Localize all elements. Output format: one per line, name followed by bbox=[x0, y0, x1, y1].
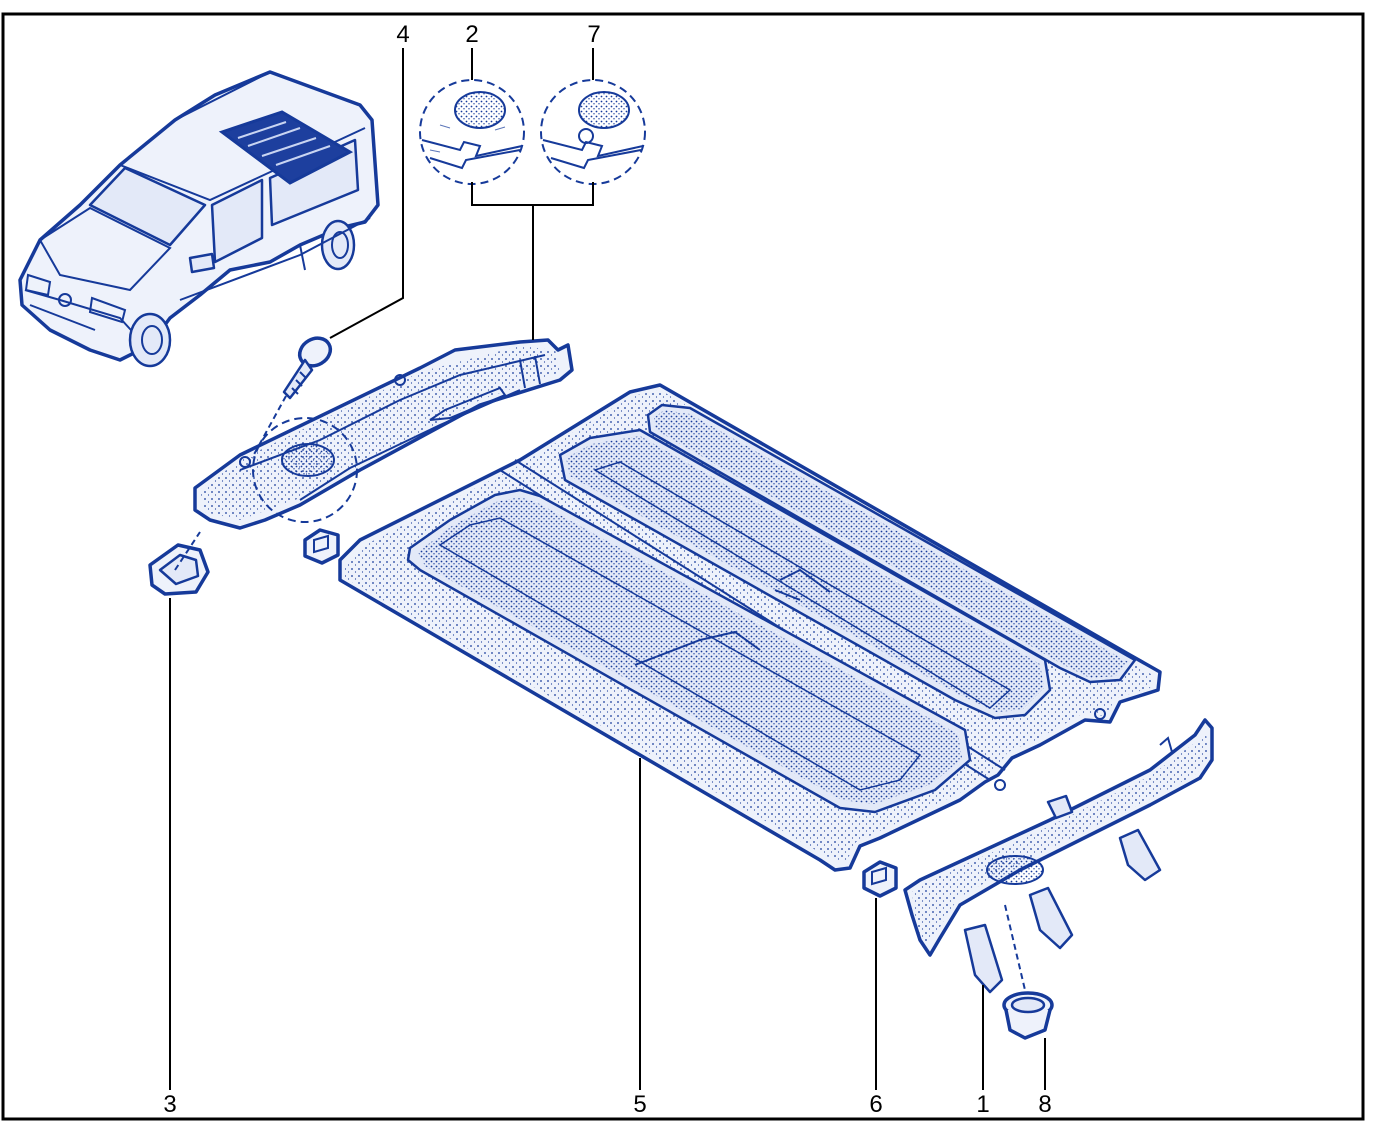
callout-7: 7 bbox=[587, 21, 600, 48]
screw-part bbox=[251, 336, 333, 459]
clip-part-right bbox=[862, 860, 898, 898]
rear-rail-part bbox=[193, 338, 574, 530]
callout-6: 6 bbox=[869, 1091, 882, 1118]
clip-part-left bbox=[303, 528, 340, 565]
detail-bubble-2 bbox=[419, 79, 525, 185]
leader-lines bbox=[169, 48, 1046, 1090]
roof-lining-panel bbox=[338, 383, 1162, 872]
plug-part bbox=[1002, 991, 1054, 1040]
diagram-frame bbox=[1, 12, 1365, 1121]
callout-1: 1 bbox=[976, 1091, 989, 1118]
callout-4: 4 bbox=[396, 21, 409, 48]
callout-3: 3 bbox=[163, 1091, 176, 1118]
callout-5: 5 bbox=[633, 1091, 646, 1118]
callout-2: 2 bbox=[465, 21, 478, 48]
grommet-part bbox=[148, 531, 210, 596]
front-rail-part bbox=[903, 718, 1214, 994]
detail-bubble-7 bbox=[540, 79, 646, 185]
vehicle-illustration bbox=[18, 70, 380, 368]
callout-8: 8 bbox=[1038, 1091, 1051, 1118]
